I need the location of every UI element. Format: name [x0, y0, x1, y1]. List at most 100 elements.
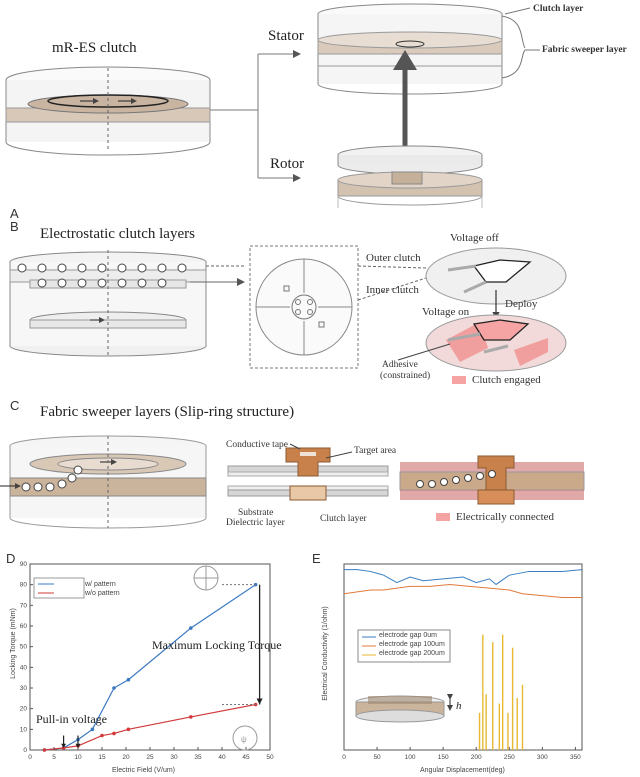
legend-w-pattern: w/ pattern	[85, 581, 116, 588]
panel-letter-c: C	[10, 398, 20, 413]
chart-d-xtick-label: 5	[52, 754, 56, 761]
chart-e-xtick-label: 250	[504, 754, 515, 761]
fabric-sweeper-label: Fabric sweeper layer	[542, 45, 627, 55]
mres-clutch-drawing	[5, 66, 211, 156]
rotor-label: Rotor	[270, 156, 305, 172]
pull-in-voltage-label: Pull-in voltage	[36, 712, 107, 726]
chart-d-ylabel: Locking Torque (mNm)	[9, 608, 17, 679]
stator-drawing	[317, 3, 540, 95]
chart-d-ytick-label: 10	[20, 726, 28, 733]
chart-d-ytick-label: 30	[20, 685, 28, 692]
adhesive-leader	[397, 343, 451, 361]
connected-label: Electrically connected	[456, 511, 555, 523]
chart-d-xtick-label: 25	[146, 754, 154, 761]
chart-d-xtick-label: 15	[98, 754, 106, 761]
panel-letter-a: A	[10, 206, 19, 221]
chart-e-xtick-label: 350	[570, 754, 581, 761]
pull-in-arrowhead	[75, 743, 81, 748]
stator-label: Stator	[268, 28, 304, 44]
conductive-tape-label: Conductive tape	[226, 440, 288, 450]
outer-clutch-label: Outer clutch	[366, 252, 421, 264]
panel-letter-e: E	[312, 551, 321, 566]
constrained-label: (constrained)	[380, 371, 431, 381]
adhesive-label: Adhesive	[382, 360, 418, 370]
mres-clutch-title: mR-ES clutch	[52, 40, 137, 56]
chart-e-xtick-label: 300	[537, 754, 548, 761]
chart-d-xtick-label: 20	[122, 754, 130, 761]
clutch-layer-label: Clutch layer	[533, 4, 584, 14]
inner-clutch-label: Inner clutch	[366, 284, 419, 296]
c-clutch-layer-label: Clutch layer	[320, 514, 367, 524]
electrode-gap-inset	[355, 694, 453, 723]
clutch-engaged-label: Clutch engaged	[472, 374, 541, 386]
b-connector-3	[357, 265, 427, 269]
deploy-label: Deploy	[505, 298, 538, 310]
chart-d-ytick-label: 90	[20, 561, 28, 568]
chart-d-ytick-label: 80	[20, 582, 28, 589]
he-label: h	[456, 700, 462, 712]
connected-swatch	[436, 513, 450, 521]
series-line-0	[44, 584, 256, 751]
chart-e-ylabel: Electrical Conductivity (1/ohm)	[321, 606, 329, 701]
data-point	[112, 686, 116, 690]
chart-d-xtick-label: 30	[170, 754, 178, 761]
b-connector-4	[357, 277, 427, 301]
data-point	[126, 677, 131, 682]
electrostatic-title: Electrostatic clutch layers	[40, 226, 195, 242]
chart-d-xtick-label: 45	[242, 754, 250, 761]
chart-e-legend	[357, 629, 451, 663]
rotor-drawing	[337, 145, 483, 208]
chart-d-xtick-label: 40	[218, 754, 226, 761]
chart-d-xtick-label: 0	[28, 754, 32, 761]
charge-symbols	[17, 263, 187, 288]
clutch-layers-drawing	[9, 250, 207, 357]
chart-d-xtick-label: 35	[194, 754, 202, 761]
data-point	[126, 727, 131, 732]
chart-d-ytick-label: 60	[20, 623, 28, 630]
no-pattern-glyph: ψ	[241, 735, 247, 744]
chart-e-xtick-label: 200	[471, 754, 482, 761]
chart-d-xtick-label: 10	[74, 754, 82, 761]
legend-wo-pattern: w/o pattern	[85, 590, 120, 597]
c-connected-charges	[416, 470, 496, 488]
chart-e-frame	[343, 563, 583, 751]
illustration-abc	[0, 3, 585, 529]
panel-letter-d: D	[6, 551, 16, 566]
series-line-e-1	[343, 583, 582, 598]
voltage-on-label: Voltage on	[422, 306, 470, 318]
chart-d-ytick-label: 70	[20, 602, 28, 609]
c-charge-symbols	[21, 465, 83, 492]
chart-e-xtick-label: 100	[405, 754, 416, 761]
chart-e-xlabel: Angular Displacement(deg)	[420, 767, 505, 774]
chart-e-xtick-label: 50	[373, 754, 381, 761]
legend-e-label-0: electrode gap 0um	[379, 632, 437, 639]
legend-e-label-2: electrode gap 200um	[379, 650, 445, 657]
connected-drawing	[399, 455, 585, 505]
chart-e-xtick-label: 0	[342, 754, 346, 761]
target-area-label: Target area	[354, 446, 397, 456]
panel-a-connectors	[210, 50, 301, 182]
clutch-disc-detail	[249, 245, 359, 369]
dielectric-label: Dielectric layer	[226, 518, 285, 528]
max-torque-label: Maximum Locking Torque	[152, 638, 282, 652]
series-line-1	[44, 703, 256, 751]
data-point	[189, 626, 193, 630]
fabric-sweeper-title: Fabric sweeper layers (Slip-ring structu…	[40, 404, 295, 420]
chart-e-series	[343, 569, 583, 750]
panel-letter-b: B	[10, 219, 19, 234]
substrate-label: Substrate	[238, 508, 274, 518]
chart-d-ytick-label: 50	[20, 644, 28, 651]
chart-d-xtick-label: 50	[266, 754, 274, 761]
max-torque-arrowhead	[256, 698, 263, 705]
data-point	[42, 748, 47, 752]
slip-ring-drawing	[0, 435, 207, 529]
data-point	[61, 746, 66, 750]
chart-d-legend	[33, 577, 85, 599]
data-point	[90, 727, 95, 732]
engaged-swatch	[452, 376, 466, 384]
chart-d-series	[42, 582, 263, 752]
voltage-on-disc	[425, 314, 567, 372]
